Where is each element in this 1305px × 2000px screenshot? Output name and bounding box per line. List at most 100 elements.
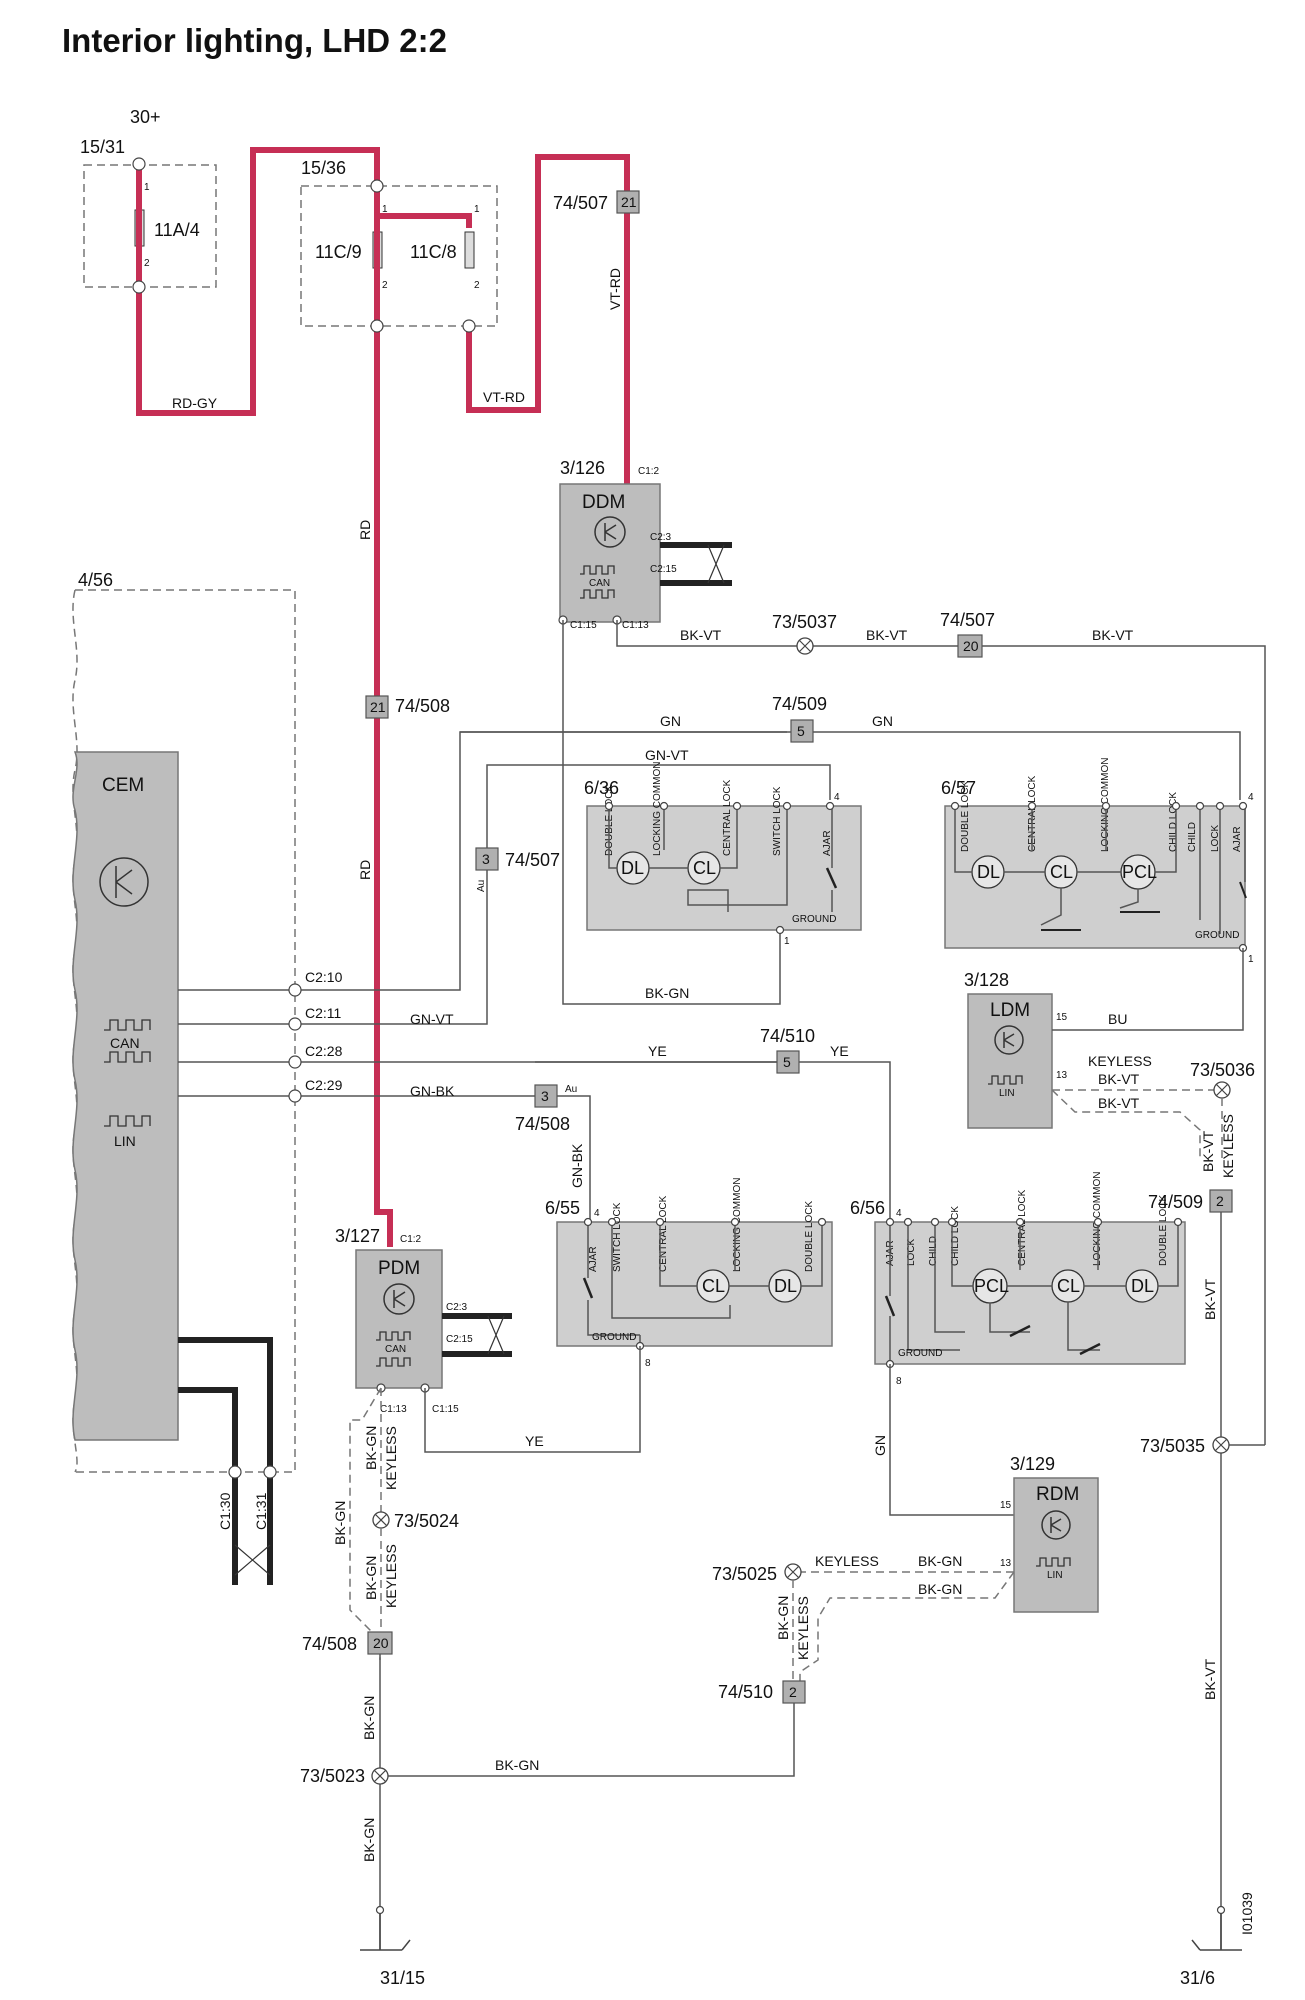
transistor-icon (1050, 1517, 1062, 1533)
pin-number: 2 (144, 258, 150, 269)
fuse-box-label-15-31: 15/31 (80, 137, 125, 157)
wire-gn-to-rdm (889, 1364, 1014, 1516)
ldm-name: LDM (990, 1000, 1030, 1021)
splice-73-5025 (784, 1563, 802, 1581)
pin-label: 8 (645, 1358, 651, 1369)
unit-pin (607, 1217, 617, 1227)
wire-label: BK-GN (361, 1818, 377, 1862)
connector-pin-number: 2 (1216, 1193, 1224, 1209)
pdm-module (355, 1249, 443, 1389)
fuse-pin (132, 280, 146, 294)
wire-bk-gn-rdm (799, 1571, 1015, 1682)
splice-label: 73/5024 (394, 1511, 459, 1531)
wire-label: BK-VT (1200, 1130, 1216, 1172)
switch-label: SWITCH LOCK (612, 1202, 623, 1272)
connector-74-510-5 (776, 1050, 800, 1074)
motor-label: CL (702, 1276, 725, 1296)
connector-pin-number: 5 (783, 1054, 791, 1070)
ground-label: GROUND (592, 1332, 636, 1343)
switch-unit-ref: 6/36 (584, 778, 619, 798)
wire-label: BK-GN (361, 1696, 377, 1740)
connector-74-507-20 (957, 634, 983, 658)
pin-number: 2 (382, 280, 388, 291)
connector-label: 74/508 (395, 696, 450, 716)
wire-label-rd-gy: RD-GY (172, 395, 218, 411)
ddm-name: DDM (582, 492, 625, 513)
ground-label: 31/6 (1180, 1968, 1215, 1988)
wire-bk-gn-to-5023 (380, 1703, 795, 1777)
twisted-pair-icon (234, 1544, 271, 1576)
ldm-bus-label: LIN (999, 1088, 1015, 1099)
wire-label: GN (660, 713, 681, 729)
wire-label: BU (1108, 1011, 1127, 1027)
pin-label: C2:11 (305, 1005, 342, 1021)
switch-label: LOCKING COMMON (652, 762, 663, 856)
unit-pin (1027, 801, 1037, 811)
pin-label: C1:2 (400, 1234, 422, 1245)
wire-label: BK-VT (1098, 1071, 1140, 1087)
twisted-pair-icon (707, 544, 725, 584)
rdm-bus-label: LIN (1047, 1570, 1063, 1581)
cem-module (72, 751, 179, 1441)
pin-label: Au (565, 1084, 577, 1095)
fuse-11c9-label: 11C/9 (315, 242, 362, 262)
pin-label: C2:10 (305, 969, 343, 985)
connector-pin-number: 2 (789, 1684, 797, 1700)
fuse-pin (462, 319, 476, 333)
ddm-ref: 3/126 (560, 458, 605, 478)
wire-label: GN-VT (645, 747, 689, 763)
ddm-bus-label: CAN (589, 578, 610, 589)
transistor-icon (1041, 1510, 1071, 1540)
twisted-pair-icon (487, 1315, 505, 1355)
wire-label-rd-upper: RD (357, 520, 373, 540)
splice-label: 73/5025 (712, 1564, 777, 1584)
supply-label: 30+ (130, 107, 161, 127)
wire-label: YE (648, 1043, 667, 1059)
connector-label: 74/507 (505, 850, 560, 870)
unit-pin (730, 1217, 740, 1227)
connector-label: 74/509 (1148, 1192, 1203, 1212)
motor-label: DL (1131, 1276, 1154, 1296)
wire-gn-to-657 (460, 731, 1241, 800)
pin-label: C1:30 (217, 1492, 233, 1530)
unit-pin (825, 801, 835, 811)
rdm-ref: 3/129 (1010, 1454, 1055, 1474)
wire-label: KEYLESS (795, 1596, 811, 1660)
cem-pin (288, 1055, 302, 1069)
wire-label: YE (525, 1433, 544, 1449)
switch-label: DOUBLE LOCK (1158, 1195, 1169, 1266)
cem-can-wire (232, 1472, 273, 1585)
unit-pin (1238, 801, 1248, 811)
unit-pin (1093, 1217, 1103, 1227)
pin-label: 4 (834, 792, 840, 803)
wire-gn-vt-cem (178, 764, 831, 1025)
switch-label: LOCK (1210, 824, 1221, 852)
unit-pin (659, 801, 669, 811)
connector-label: 74/510 (760, 1026, 815, 1046)
cem-pin (288, 983, 302, 997)
wire-label-vt-rd-vertical: VT-RD (607, 268, 623, 310)
unit-pin (782, 801, 792, 811)
switch-internal-wiring (889, 1222, 1179, 1364)
wire-label: GN-VT (410, 1011, 454, 1027)
pin-label: C2:29 (305, 1077, 343, 1093)
unit-pin (775, 925, 785, 935)
switch-contact-icon (884, 1295, 1101, 1356)
switch-unit-ref: 6/55 (545, 1198, 580, 1218)
motor-label: CL (1050, 862, 1073, 882)
wire-label: BK-VT (1092, 627, 1134, 643)
pin-number: 1 (382, 204, 388, 215)
rdm-name: RDM (1036, 1484, 1079, 1505)
pin-label: C2:15 (650, 564, 677, 575)
wire-label: BK-GN (495, 1757, 539, 1773)
wire-label-rd-lower: RD (357, 860, 373, 880)
pin-label: 1 (1248, 954, 1254, 965)
switch-label: AJAR (588, 1246, 599, 1272)
signal-wave-icon (580, 589, 615, 599)
wire-label: BK-GN (645, 985, 689, 1001)
wire-label: KEYLESS (383, 1426, 399, 1490)
pin-label: 4 (1248, 792, 1254, 803)
fuse-pin (370, 179, 384, 193)
transistor-icon (115, 866, 133, 898)
